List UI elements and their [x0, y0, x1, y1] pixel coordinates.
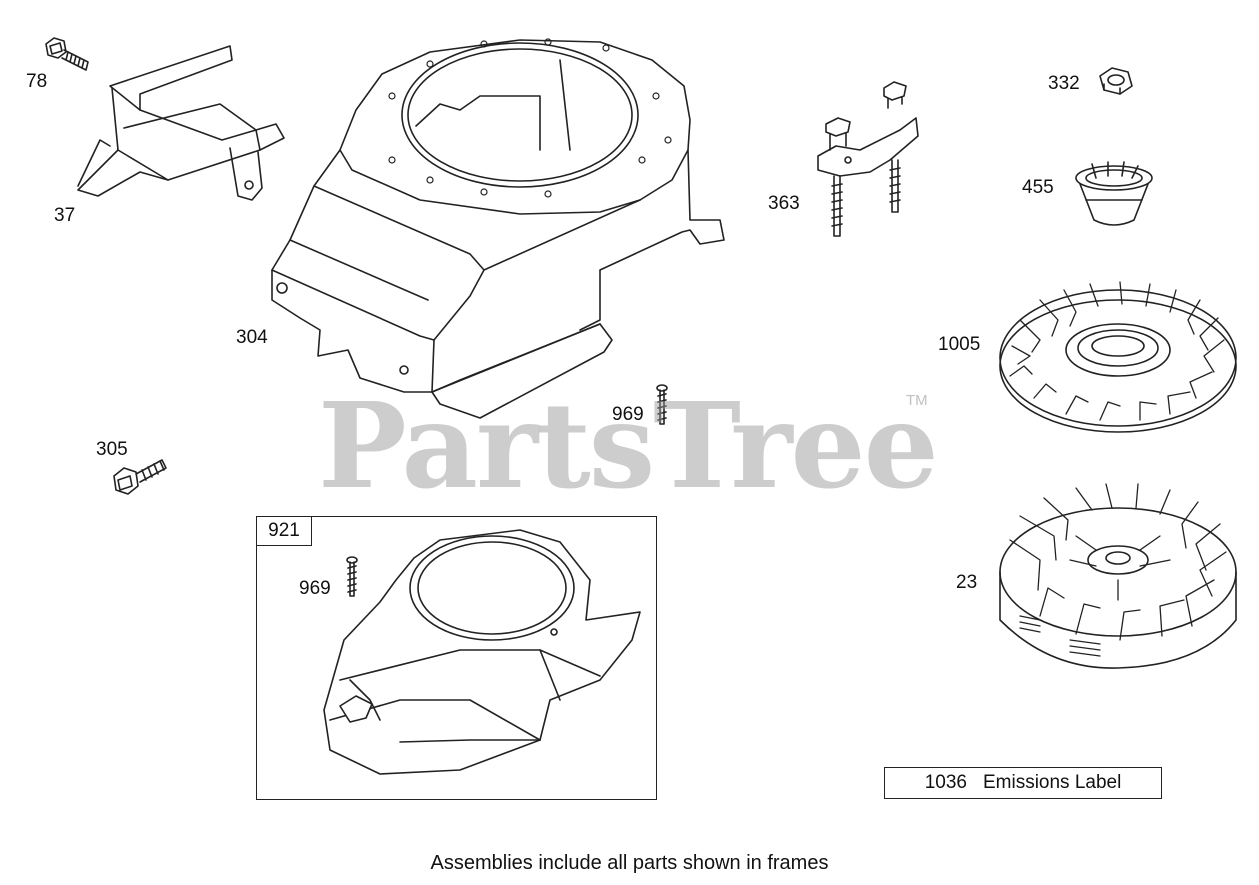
- part-23-flywheel[interactable]: [999, 483, 1237, 669]
- callout-304[interactable]: 304: [236, 327, 268, 348]
- part-455-cup[interactable]: [1075, 161, 1153, 226]
- callout-969-upper[interactable]: 969: [612, 404, 644, 425]
- callout-305[interactable]: 305: [96, 439, 128, 460]
- callout-78[interactable]: 78: [26, 71, 48, 92]
- callout-455[interactable]: 455: [1022, 177, 1054, 198]
- partstree-watermark: PartsTree: [318, 376, 939, 515]
- part-37-air-guide[interactable]: [77, 45, 285, 201]
- callout-332[interactable]: 332: [1048, 73, 1080, 94]
- emissions-label-text: Emissions Label: [982, 772, 1122, 793]
- callout-23[interactable]: 23: [956, 572, 978, 593]
- part-304-blower-housing[interactable]: [271, 38, 725, 419]
- frame-tag-921[interactable]: 921: [256, 516, 312, 546]
- callout-969-frame[interactable]: 969: [299, 578, 331, 599]
- part-363-bracket[interactable]: [817, 81, 919, 237]
- emissions-label-box[interactable]: 1036 Emissions Label: [884, 767, 1162, 799]
- part-305-bolt[interactable]: [113, 459, 167, 495]
- part-1005-fan[interactable]: [999, 281, 1237, 433]
- part-921-shroud[interactable]: [323, 529, 641, 775]
- trademark-mark: TM: [906, 392, 928, 409]
- part-969-screw-upper[interactable]: [656, 384, 668, 425]
- emissions-label-number: 1036: [924, 772, 967, 793]
- assembly-frame-921: [256, 516, 657, 800]
- callout-37[interactable]: 37: [54, 205, 76, 226]
- footer-note: Assemblies include all parts shown in fr…: [430, 852, 829, 874]
- part-332-nut[interactable]: [1099, 67, 1133, 95]
- callout-363[interactable]: 363: [768, 193, 800, 214]
- part-969-screw-frame[interactable]: [346, 556, 358, 597]
- part-78-bolt[interactable]: [45, 37, 89, 71]
- callout-1005[interactable]: 1005: [938, 334, 981, 355]
